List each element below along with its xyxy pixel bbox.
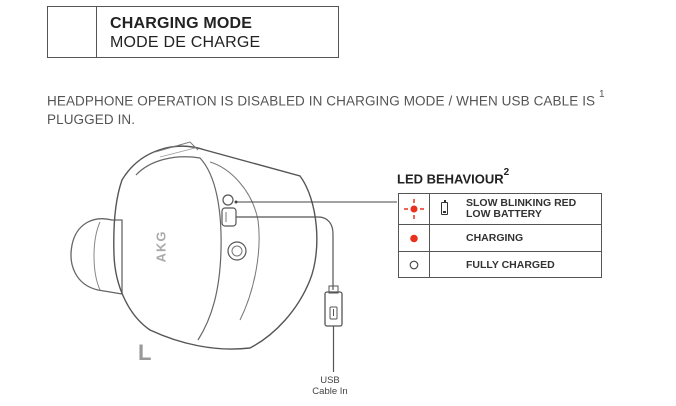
battery-icon [441,200,448,215]
charging-notice: HEADPHONE OPERATION IS DISABLED IN CHARG… [47,89,647,129]
led-row1-line2: LOW BATTERY [466,208,542,220]
led-row-charging: CHARGING [399,224,601,252]
fully-charged-label: FULLY CHARGED [466,259,555,271]
notice-text-continued: PLUGGED IN. [47,111,136,127]
title-box: CHARGING MODE MODE DE CHARGE [47,6,339,58]
led-footnote: 2 [503,167,510,178]
led-behaviour-title: LED BEHAVIOUR2 [397,167,510,187]
usb-cable [236,216,334,290]
led-row1-line1: SLOW BLINKING RED [466,197,577,209]
power-button [227,241,247,261]
title-english: CHARGING MODE [110,15,253,32]
low-battery-label: SLOW BLINKING RED LOW BATTERY [466,198,576,220]
led-row-fully-charged: FULLY CHARGED [399,251,601,278]
usb-cable-label: USB Cable In [300,375,360,397]
solid-red-led-icon [399,225,429,252]
title-divider [96,7,97,57]
notice-text: HEADPHONE OPERATION IS DISABLED IN CHARG… [47,93,596,109]
usb-label-line1: USB [320,375,340,386]
led-off-icon [399,252,429,278]
led-table: SLOW BLINKING RED LOW BATTERY CHARGING F… [398,193,602,278]
charging-label: CHARGING [466,232,524,244]
title-french: MODE DE CHARGE [110,34,261,51]
blinking-red-led-icon [399,194,429,224]
ear-cushion-shape [70,218,123,295]
ear-cup-shape [113,145,318,350]
led-hole [222,194,234,206]
led-row-low-battery: SLOW BLINKING RED LOW BATTERY [399,194,601,224]
usb-label-line2: Cable In [312,386,348,397]
brand-logo: AKG [153,230,169,263]
led-title-text: LED BEHAVIOUR [397,171,504,187]
usb-port [221,207,237,227]
notice-footnote: 1 [599,89,605,100]
side-label: L [138,340,152,365]
